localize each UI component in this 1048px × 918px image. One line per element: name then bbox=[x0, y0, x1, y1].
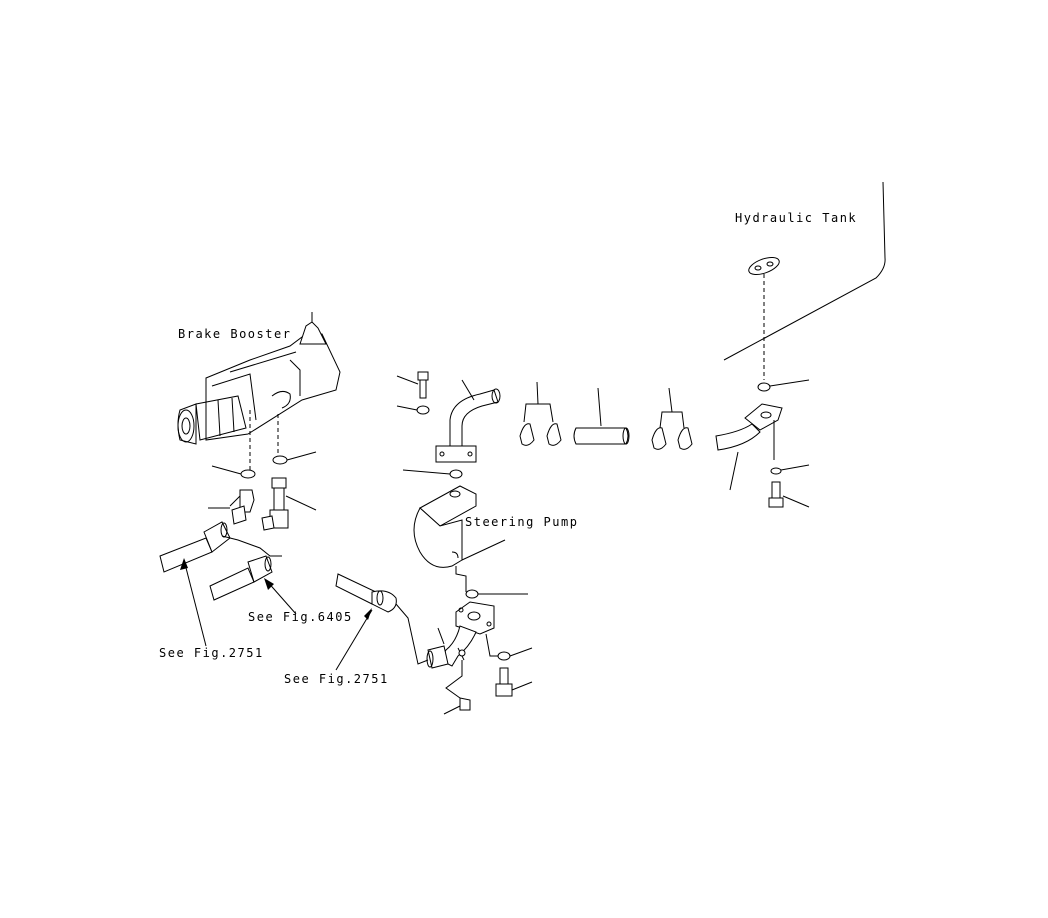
hose-clamps-right bbox=[651, 387, 693, 450]
hose-clamps-left bbox=[519, 381, 562, 446]
steering-pump-label: Steering Pump bbox=[465, 515, 578, 529]
brake-booster-label: Brake Booster bbox=[178, 327, 291, 341]
hydraulic-tank-label: Hydraulic Tank bbox=[735, 211, 857, 225]
pump-suction-elbow bbox=[435, 379, 501, 463]
see-fig-6405-label: See Fig.6405 bbox=[248, 610, 353, 624]
suction-elbow-bolt bbox=[396, 371, 429, 399]
steering-pump-body bbox=[413, 485, 506, 592]
outlet-elbow-bolt bbox=[495, 667, 533, 697]
suction-hose bbox=[573, 387, 630, 445]
see-fig-2751-left-label: See Fig.2751 bbox=[159, 646, 264, 660]
middle-hose-fig-6405 bbox=[209, 555, 273, 601]
see-fig-2751-center-arrow bbox=[335, 608, 373, 671]
see-fig-2751-left-arrow bbox=[180, 558, 207, 647]
suction-elbow-washer bbox=[396, 405, 430, 415]
outlet-elbow-washer bbox=[485, 633, 533, 661]
pump-outlet-o-ring bbox=[465, 589, 528, 599]
tank-o-ring bbox=[757, 379, 810, 392]
pump-outlet-elbow bbox=[426, 601, 495, 669]
booster-elbow-fitting-left bbox=[208, 489, 255, 525]
booster-port-o-ring-left bbox=[211, 410, 256, 479]
left-hose-fig-2751 bbox=[159, 521, 282, 573]
tank-port-gasket bbox=[748, 256, 780, 380]
brake-booster-body bbox=[177, 312, 341, 445]
booster-port-o-ring-right bbox=[272, 414, 317, 465]
pressure-hose-center bbox=[335, 573, 429, 665]
outlet-plug-fitting bbox=[443, 660, 471, 715]
pump-inlet-o-ring bbox=[402, 469, 463, 479]
tank-elbow-washer bbox=[770, 464, 810, 475]
tank-elbow-pipe bbox=[715, 403, 783, 491]
hydraulic-tank-outline bbox=[723, 181, 886, 361]
see-fig-2751-center-label: See Fig.2751 bbox=[284, 672, 389, 686]
tank-elbow-bolt bbox=[768, 481, 810, 508]
see-fig-6405-arrow bbox=[264, 578, 297, 615]
booster-straight-fitting-right bbox=[261, 477, 317, 531]
